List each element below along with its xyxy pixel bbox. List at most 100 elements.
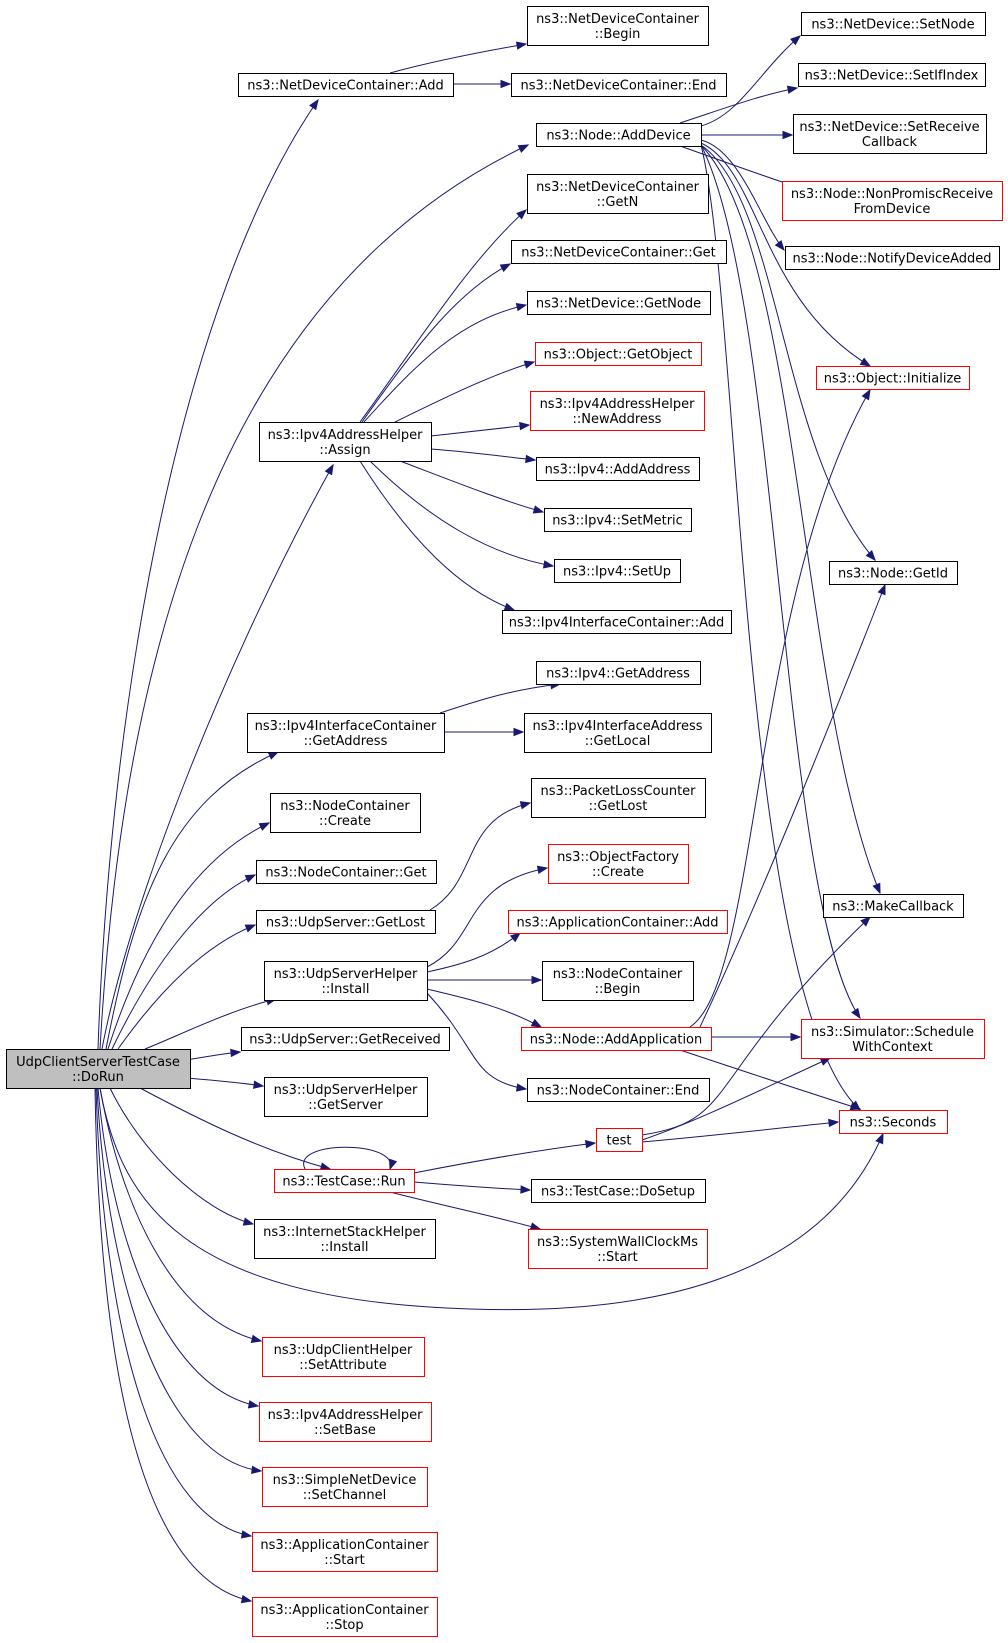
node-label: ::Assign: [319, 443, 370, 458]
node-box: [535, 342, 702, 366]
edge-line: [95, 1087, 252, 1537]
edge-line: [439, 683, 561, 714]
node-swcm-start[interactable]: ns3::SystemWallClockMs::Start: [528, 1229, 708, 1269]
node-box: [531, 1179, 706, 1203]
edge-arrowhead-icon: [786, 85, 799, 94]
node-tc-dosetup[interactable]: ns3::TestCase::DoSetup: [531, 1179, 706, 1203]
edge-line: [96, 1087, 262, 1472]
node-nd-setnode[interactable]: ns3::NetDevice::SetNode: [801, 12, 986, 36]
edge-line: [700, 142, 871, 367]
node-box: [829, 561, 958, 585]
node-us-getreceived[interactable]: ns3::UdpServer::GetReceived: [241, 1027, 450, 1051]
node-ndc-begin[interactable]: ns3::NetDeviceContainer::Begin: [527, 6, 709, 46]
node-ndc-end[interactable]: ns3::NetDeviceContainer::End: [511, 73, 727, 97]
node-label: ns3::Node::GetId: [838, 567, 948, 582]
node-obj-getobject[interactable]: ns3::Object::GetObject: [535, 342, 702, 366]
node-root[interactable]: UdpClientServerTestCase::DoRun: [6, 1049, 191, 1089]
edge-arrowhead-icon: [585, 1140, 597, 1149]
node-box: [548, 844, 689, 884]
node-nc-end[interactable]: ns3::NodeContainer::End: [527, 1078, 710, 1102]
node-ipv4ic-add[interactable]: ns3::Ipv4InterfaceContainer::Add: [502, 610, 732, 634]
node-ipv4ic-getaddress[interactable]: ns3::Ipv4InterfaceContainer::GetAddress: [247, 713, 445, 753]
edge-ipv4ah_assign-to-ipv4_setmetric: [399, 460, 545, 514]
node-label: ::GetLost: [589, 799, 648, 814]
edge-ipv4ah_assign-to-ipv4ic_add: [359, 460, 516, 611]
node-ac-stop[interactable]: ns3::ApplicationContainer::Stop: [252, 1597, 438, 1637]
node-ish-install[interactable]: ns3::InternetStackHelper::Install: [254, 1219, 436, 1259]
node-ipv4-addaddress[interactable]: ns3::Ipv4::AddAddress: [536, 457, 700, 481]
node-ac-start[interactable]: ns3::ApplicationContainer::Start: [252, 1532, 438, 1572]
edge-ush_install-to-ac_add: [426, 932, 522, 973]
node-of-create[interactable]: ns3::ObjectFactory::Create: [548, 844, 689, 884]
edge-line: [394, 361, 535, 423]
node-ipv4ia-getlocal[interactable]: ns3::Ipv4InterfaceAddress::GetLocal: [524, 713, 712, 753]
node-label: ns3::ApplicationContainer: [260, 1603, 429, 1618]
edge-tc_run-to-tc_run: [303, 1146, 398, 1171]
node-makecallback[interactable]: ns3::MakeCallback: [823, 894, 964, 918]
node-nd-getnode[interactable]: ns3::NetDevice::GetNode: [527, 291, 711, 315]
node-obj-initialize[interactable]: ns3::Object::Initialize: [816, 366, 970, 390]
node-ush-getserver[interactable]: ns3::UdpServerHelper::GetServer: [264, 1077, 428, 1117]
node-label: ns3::Ipv4::SetMetric: [552, 514, 683, 529]
node-box: [508, 910, 728, 934]
node-node-addapp[interactable]: ns3::Node::AddApplication: [521, 1027, 712, 1051]
edge-ipv4ah_assign-to-nd_getnode: [363, 302, 528, 423]
edge-arrowhead-icon: [517, 144, 530, 153]
node-nc-begin[interactable]: ns3::NodeContainer::Begin: [542, 961, 694, 1001]
edge-arrowhead-icon: [872, 882, 881, 895]
edge-line: [303, 1146, 391, 1170]
node-ipv4ah-setbase[interactable]: ns3::Ipv4AddressHelper::SetBase: [259, 1402, 432, 1442]
node-nc-create[interactable]: ns3::NodeContainer::Create: [270, 793, 421, 833]
node-label: ns3::SystemWallClockMs: [537, 1235, 698, 1250]
node-test[interactable]: test: [596, 1128, 643, 1152]
node-node-adddevice[interactable]: ns3::Node::AddDevice: [536, 123, 702, 147]
node-ipv4-setup[interactable]: ns3::Ipv4::SetUp: [554, 559, 681, 583]
node-us-getlost[interactable]: ns3::UdpServer::GetLost: [256, 910, 436, 934]
node-label: ns3::Node::NonPromiscReceive: [791, 187, 993, 202]
edge-line: [111, 874, 256, 1050]
node-ush-install[interactable]: ns3::UdpServerHelper::Install: [264, 961, 428, 1001]
node-node-notify[interactable]: ns3::Node::NotifyDeviceAdded: [785, 246, 1000, 270]
node-label: ns3::NodeContainer::End: [537, 1084, 700, 1099]
node-nd-setifindex[interactable]: ns3::NetDevice::SetIfIndex: [798, 63, 986, 87]
node-node-getid[interactable]: ns3::Node::GetId: [829, 561, 958, 585]
node-seconds[interactable]: ns3::Seconds: [839, 1110, 948, 1134]
node-ipv4ah-newaddress[interactable]: ns3::Ipv4AddressHelper::NewAddress: [530, 391, 705, 431]
node-label: ns3::UdpClientHelper: [274, 1343, 413, 1358]
node-ac-add[interactable]: ns3::ApplicationContainer::Add: [508, 910, 728, 934]
node-ndc-getn[interactable]: ns3::NetDeviceContainer::GetN: [527, 174, 709, 214]
node-label: ns3::UdpServerHelper: [274, 1083, 418, 1098]
edge-line: [97, 1087, 259, 1407]
edge-line: [413, 1142, 596, 1174]
edge-line: [430, 448, 536, 461]
node-tc-run[interactable]: ns3::TestCase::Run: [274, 1169, 415, 1193]
node-ipv4-getaddress[interactable]: ns3::Ipv4::GetAddress: [536, 661, 701, 685]
node-ndc-add[interactable]: ns3::NetDeviceContainer::Add: [238, 73, 454, 97]
node-box: [511, 240, 727, 264]
edge-arrowhead-icon: [242, 1217, 255, 1226]
node-nc-get[interactable]: ns3::NodeContainer::Get: [256, 860, 437, 884]
node-snd-setchannel[interactable]: ns3::SimpleNetDevice::SetChannel: [262, 1467, 428, 1507]
node-ipv4ah-assign[interactable]: ns3::Ipv4AddressHelper::Assign: [259, 422, 432, 462]
node-box: [259, 1402, 432, 1442]
node-label: ns3::Simulator::Schedule: [811, 1025, 974, 1040]
edge-arrowhead-icon: [500, 79, 512, 89]
edge-line: [139, 1087, 331, 1170]
node-plc-getlost[interactable]: ns3::PacketLossCounter::GetLost: [531, 778, 706, 818]
node-ndc-get[interactable]: ns3::NetDeviceContainer::Get: [511, 240, 727, 264]
node-box: [554, 559, 681, 583]
edge-node_adddevice-to-sim_schedule: [700, 144, 861, 1020]
edge-arrowhead-icon: [247, 1400, 260, 1409]
node-uch-setattr[interactable]: ns3::UdpClientHelper::SetAttribute: [262, 1337, 425, 1377]
edge-ipv4ah_assign-to-ndc_getn: [359, 209, 528, 423]
edge-root-to-ipv4ah_assign: [101, 463, 334, 1050]
edge-node_adddevice-to-obj_initialize: [700, 142, 872, 367]
edge-arrowhead-icon: [503, 602, 516, 611]
node-label: ::Create: [319, 814, 371, 829]
node-ipv4-setmetric[interactable]: ns3::Ipv4::SetMetric: [544, 508, 692, 532]
edge-ipv4ah_assign-to-ndc_get: [361, 263, 512, 423]
node-box: [252, 1532, 438, 1572]
